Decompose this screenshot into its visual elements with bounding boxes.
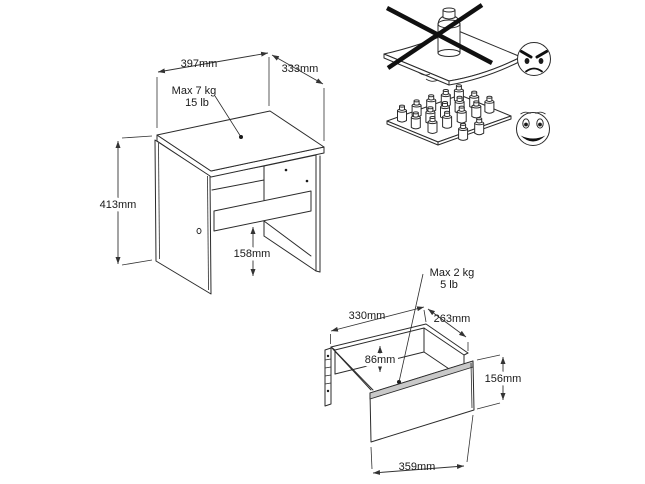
dim-width: 397mm <box>156 51 270 128</box>
panel-top-edge <box>369 360 474 400</box>
drawer-max-load-callout: Max 2 kg 5 lb <box>430 267 475 291</box>
dim-drawer-front-width-label: 359mm <box>399 461 436 473</box>
dim-drawer-inner-depth: 263mm <box>427 308 471 351</box>
dim-depth-label: 333mm <box>282 63 319 75</box>
no-concentrated-load-warning <box>383 3 551 86</box>
table-max-load-callout: Max 7 kg 15 lb <box>172 85 243 139</box>
drawer-max-load-lb: 5 lb <box>440 279 458 291</box>
angry-face-icon <box>517 42 551 76</box>
dim-drawer-inner-width-label: 330mm <box>349 310 386 322</box>
cam-hole <box>284 168 288 172</box>
dim-width-label: 397mm <box>181 58 218 70</box>
drawer-isometric-view: 86mm 330mm <box>324 267 525 475</box>
table-drawer-rail <box>213 190 312 232</box>
impact-marks <box>417 71 439 82</box>
drawer-box <box>330 323 469 391</box>
table-interior <box>211 153 321 273</box>
dim-drawer-inner-depth-label: 263mm <box>434 313 471 325</box>
table-max-load-lb: 15 lb <box>185 97 209 109</box>
dim-clearance: 158mm <box>230 227 274 276</box>
drawer-front-panel <box>369 360 475 443</box>
table-right-panel-edge <box>315 153 321 273</box>
table-top-face <box>156 110 325 172</box>
dim-drawer-inner-height-label: 86mm <box>365 354 396 366</box>
happy-face-icon <box>516 111 550 146</box>
dim-drawer-front-height: 156mm <box>476 354 525 410</box>
drawer-slide-icon <box>324 347 332 407</box>
table-max-load-kg: Max 7 kg <box>172 85 217 97</box>
dim-drawer-front-width: 359mm <box>370 414 474 475</box>
dim-clearance-label: 158mm <box>234 248 271 260</box>
dim-height-label: 413mm <box>100 199 137 211</box>
dim-depth: 333mm <box>271 54 325 141</box>
cam-hole <box>305 179 309 183</box>
handle-hole <box>196 227 202 235</box>
table-isometric-view: 158mm 397mm 333mm 41 <box>96 51 325 295</box>
dim-drawer-inner-width: 330mm <box>330 306 427 344</box>
dim-drawer-front-height-label: 156mm <box>485 373 522 385</box>
drawer-max-load-kg: Max 2 kg <box>430 267 475 279</box>
prohibition-cross-icon <box>385 3 494 70</box>
dim-height: 413mm <box>96 135 153 266</box>
dim-drawer-inner-height: 86mm <box>361 346 399 372</box>
distributed-load-ok <box>386 84 550 146</box>
table-side-panel <box>154 139 212 295</box>
